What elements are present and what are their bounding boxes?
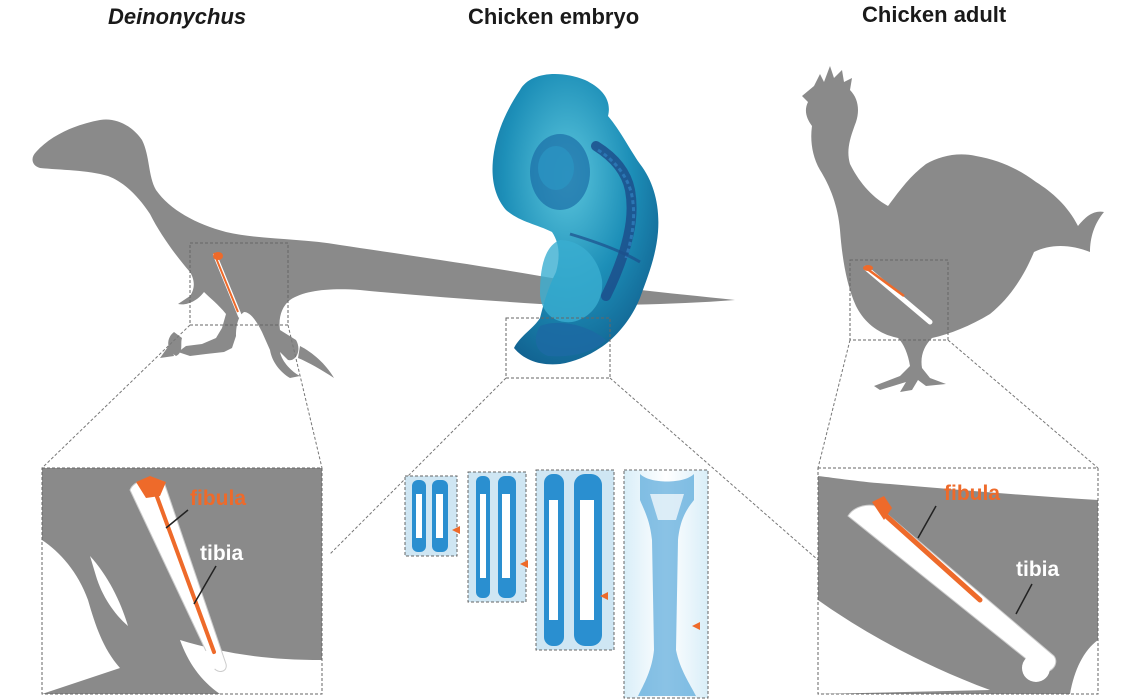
title-chicken-embryo: Chicken embryo: [468, 4, 640, 29]
chicken-adult-zoom-panel: [817, 467, 1099, 695]
deinonychus-tibia-pointer: [193, 565, 217, 605]
deinonychus-fibula-label: fibula: [190, 487, 246, 510]
deinonychus-silhouette: [32, 119, 735, 378]
embryo-stage-4: [623, 469, 709, 699]
zoom-connectors: [41, 324, 1099, 561]
chicken-leg-zoom-box: [849, 259, 949, 341]
deinonychus-leg-bones: [213, 252, 242, 318]
deinonychus-zoom-panel: [41, 467, 323, 695]
chicken-adult-leg-bones: [863, 265, 933, 325]
embryo-zoom-box: [505, 317, 611, 379]
chicken-fibula-label: fibula: [944, 482, 1000, 505]
embryo-stage-1: [404, 475, 460, 557]
chicken-tibia-pointer: [1015, 583, 1033, 615]
title-chicken-adult: Chicken adult: [862, 2, 1007, 27]
embryo-stage-3: [535, 469, 615, 651]
deinonychus-tibia-label: tibia: [200, 542, 243, 565]
chicken-embryo-image: [492, 74, 659, 365]
chicken-tibia-label: tibia: [1016, 558, 1059, 581]
embryo-stage-2: [467, 471, 528, 603]
title-deinonychus: Deinonychus: [108, 4, 247, 29]
deinonychus-fibula-pointer: [165, 509, 189, 529]
chicken-fibula-pointer: [917, 505, 937, 539]
chicken-adult-silhouette: [802, 66, 1104, 392]
